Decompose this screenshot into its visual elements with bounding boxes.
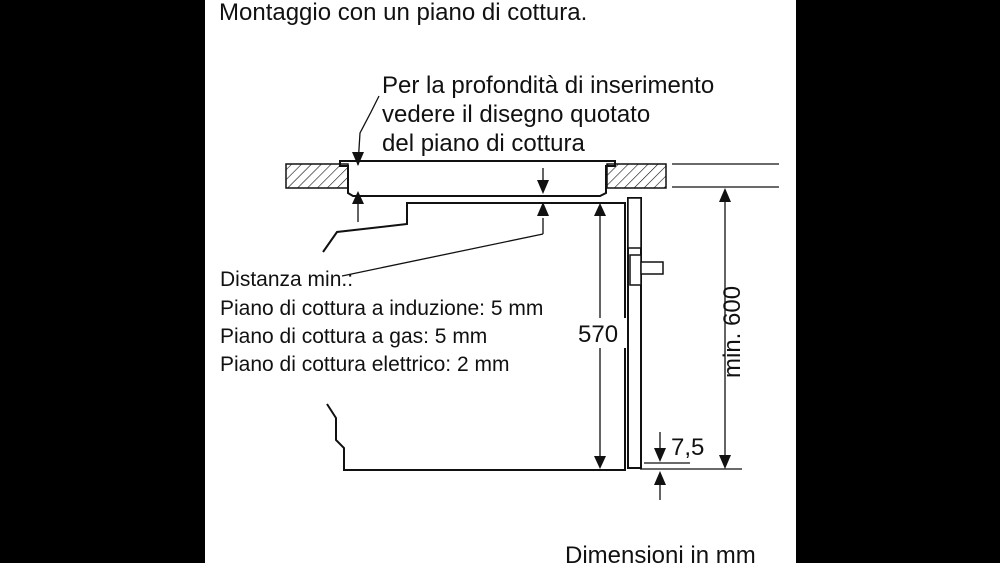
oven-control-box [629, 254, 642, 286]
height-arrow-top [594, 203, 606, 216]
niche-arrow-top [719, 188, 731, 202]
gap-arrow-down [654, 448, 666, 462]
units-footer: Dimensioni in mm [565, 542, 756, 563]
distance-leader-line [341, 233, 544, 277]
oven-front-strip [627, 197, 642, 249]
height-dimension-label: 570 [578, 321, 618, 348]
niche-dimension-label: min. 600 [719, 286, 746, 378]
distance-induction: Piano di cottura a induzione: 5 mm [220, 297, 543, 320]
callout-arrow-down [352, 152, 364, 166]
gap-dimension-label: 7,5 [671, 434, 704, 461]
worktop-left [285, 163, 349, 189]
niche-arrow-bottom [719, 455, 731, 469]
hob-distance-arrow-up [537, 202, 549, 216]
callout-line-1: Per la profondità di inserimento [382, 72, 714, 99]
height-arrow-bottom [594, 456, 606, 469]
gap-arrow-up [654, 471, 666, 485]
diagram-title: Montaggio con un piano di cottura. [219, 0, 587, 26]
worktop-right [606, 163, 667, 189]
height-label-bg [576, 318, 626, 348]
oven-outline [322, 202, 626, 471]
distance-heading: Distanza min.: [220, 268, 353, 291]
distance-gas: Piano di cottura a gas: 5 mm [220, 325, 487, 348]
callout-leader-line [357, 95, 380, 166]
left-gap-arrow-up [352, 191, 364, 204]
distance-electric: Piano di cottura elettrico: 2 mm [220, 353, 509, 376]
hob-outline [339, 160, 616, 197]
hob-distance-arrow-down [537, 180, 549, 194]
callout-line-3: del piano di cottura [382, 130, 585, 157]
callout-line-2: vedere il disegno quotato [382, 101, 650, 128]
oven-knob [640, 261, 664, 275]
